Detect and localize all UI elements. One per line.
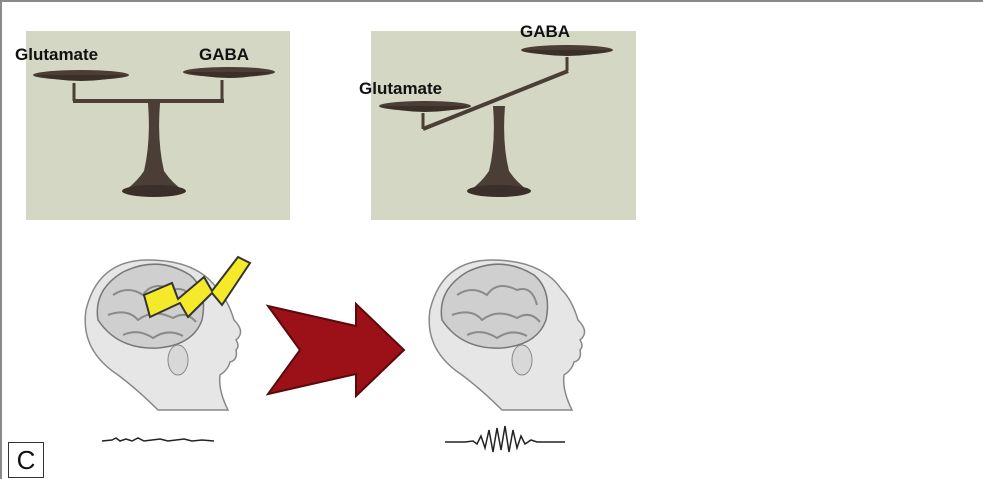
right-scale-glutamate-label: Glutamate: [359, 79, 442, 99]
right-scale-gaba-label: GABA: [520, 22, 570, 42]
panel-letter: C: [8, 442, 44, 478]
eeg-trace-icon: [102, 427, 214, 451]
left-scale-gaba-label: GABA: [199, 45, 249, 65]
eeg-trace-icon: [445, 422, 565, 456]
brain-head-icon: [422, 250, 602, 415]
left-scale-glutamate-label: Glutamate: [15, 45, 98, 65]
arrow-right-icon: [266, 302, 406, 398]
balance-scale-icon: [371, 31, 636, 220]
lightning-bolt-icon: [142, 255, 252, 325]
imbalanced-scale-panel: [371, 31, 636, 220]
